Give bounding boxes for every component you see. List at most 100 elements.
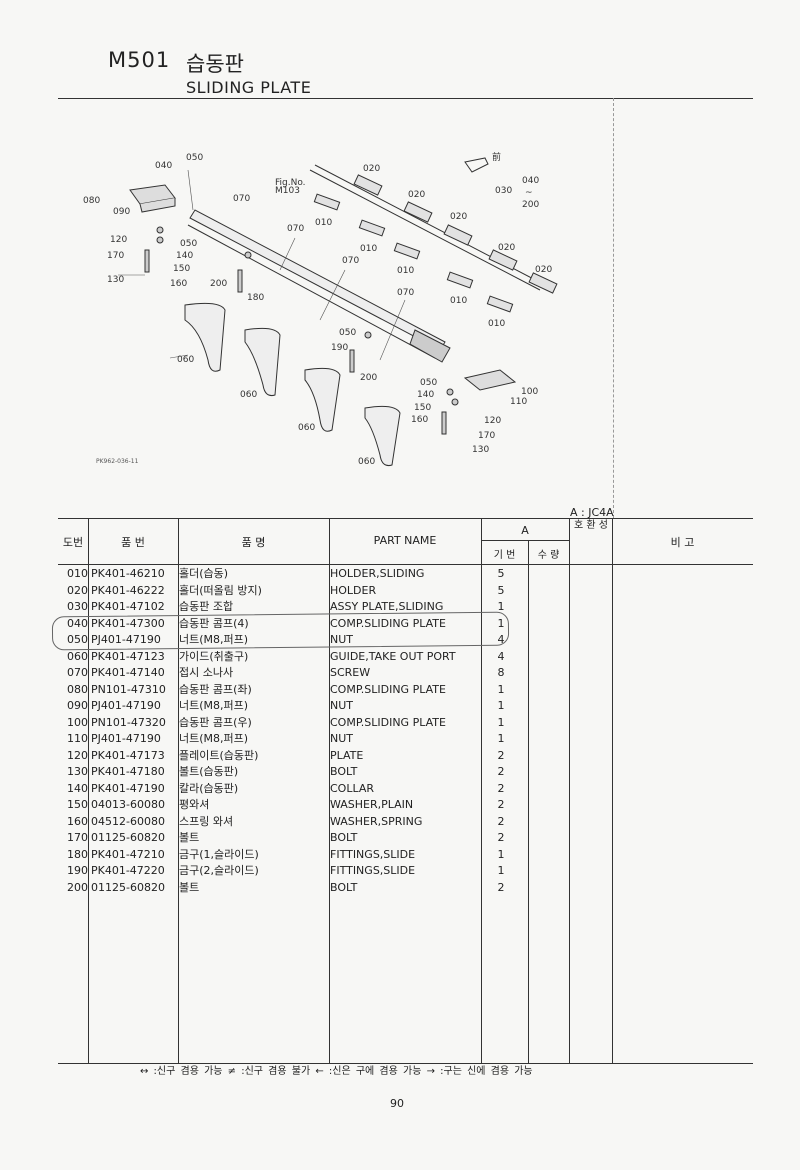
row-number: 150 xyxy=(67,798,88,811)
quantity: 1 xyxy=(497,715,505,729)
callout-label: 060 xyxy=(177,355,194,365)
quantity: 4 xyxy=(497,649,505,663)
part-name-english: BOLT xyxy=(330,765,358,778)
part-name-korean: 홀더(습동) xyxy=(179,567,229,580)
part-number: 01125-60820 xyxy=(91,880,165,894)
callout-label: 050 xyxy=(339,328,356,338)
row-number: 020 xyxy=(67,583,88,597)
part-number: PK401-47140 xyxy=(91,666,165,679)
callout-label: 170 xyxy=(107,251,124,261)
holders xyxy=(313,174,558,313)
col-group-a: A xyxy=(521,524,529,537)
row-number: 060 xyxy=(67,649,88,663)
part-number: PK401-47180 xyxy=(91,765,165,778)
callout-label: 060 xyxy=(298,423,315,433)
quantity: 1 xyxy=(497,732,505,745)
callout-label: 060 xyxy=(240,390,257,400)
part-name-english: COMP.SLIDING PLATE xyxy=(330,616,446,630)
parts-table: 도번 품 번 품 명 PART NAME A 기 번 수 량 호 환 성 비 고… xyxy=(58,518,753,1064)
col-part-no: 품 번 xyxy=(121,536,145,549)
quantity: 1 xyxy=(497,616,505,630)
row-number: 100 xyxy=(67,715,88,729)
section-code: M501 xyxy=(108,48,171,72)
part-number: PN101-47320 xyxy=(91,715,166,729)
callout-label: 020 xyxy=(498,243,515,253)
part-name-english: NUT xyxy=(330,633,353,646)
part-name-korean: 칼라(습동판) xyxy=(179,781,239,795)
callout-label: 140 xyxy=(176,251,193,261)
front-arrow-icon xyxy=(464,157,489,173)
figure-reference: PK962-036-11 xyxy=(96,458,139,465)
part-number: PK401-46210 xyxy=(91,567,165,580)
part-name-korean: 금구(2,슬라이드) xyxy=(179,864,259,877)
part-name-english: BOLT xyxy=(330,831,358,844)
callout-label: 030 xyxy=(495,186,512,196)
callout-label: 160 xyxy=(170,279,187,289)
callout-label: 140 xyxy=(417,390,434,400)
left-end-plate xyxy=(129,184,176,213)
callout-label: 040 xyxy=(522,176,539,186)
interchange-legend: ↔ :신구 겸용 가능 ≠ :신구 겸용 불가 ← :신은 구에 겸용 가능 →… xyxy=(140,1066,533,1077)
part-name-korean: 접시 소나사 xyxy=(179,666,234,679)
part-number: PK401-47102 xyxy=(91,600,165,613)
quantity: 2 xyxy=(497,748,505,762)
callout-label: 130 xyxy=(472,445,489,455)
col-part-name: PART NAME xyxy=(373,534,437,547)
part-name-english: BOLT xyxy=(330,880,358,894)
part-number: PJ401-47190 xyxy=(91,699,161,712)
part-name-korean: 가이드(취출구) xyxy=(179,649,249,663)
callout-label: 200 xyxy=(210,279,227,289)
quantity: 2 xyxy=(497,814,505,828)
callout-label: 170 xyxy=(478,431,495,441)
part-number: PK401-47123 xyxy=(91,649,165,663)
leader-lines xyxy=(118,169,406,361)
part-name-english: PLATE xyxy=(330,748,364,762)
part-name-english: COMP.SLIDING PLATE xyxy=(330,682,446,696)
callout-label: 070 xyxy=(397,288,414,298)
right-end-plate xyxy=(463,369,517,391)
callout-label: 120 xyxy=(484,416,501,426)
bolts xyxy=(144,226,459,435)
callout-label: 010 xyxy=(450,296,467,306)
part-number: PJ401-47190 xyxy=(91,633,161,646)
callout-label: 010 xyxy=(488,319,505,329)
quantity: 5 xyxy=(497,567,505,580)
callout-label: 020 xyxy=(535,265,552,275)
callout-label: 200 xyxy=(522,200,539,210)
quantity: 2 xyxy=(497,831,505,844)
row-number: 120 xyxy=(67,748,88,762)
front-mark: 前 xyxy=(492,151,501,163)
callout-label: 150 xyxy=(414,403,431,413)
callout-label: 200 xyxy=(360,373,377,383)
part-name-korean: 평와셔 xyxy=(179,798,210,811)
row-number: 190 xyxy=(67,864,88,877)
quantity: 1 xyxy=(497,847,505,861)
part-number: PJ401-47190 xyxy=(91,732,161,745)
guides xyxy=(184,302,401,466)
callout-label: 020 xyxy=(363,164,380,174)
part-number: PK401-47190 xyxy=(91,781,165,795)
callout-labels: 040 050 080 090 070 120 170 130 050 140 … xyxy=(83,151,552,467)
callout-label: 020 xyxy=(450,212,467,222)
part-name-korean: 너트(M8,퍼프) xyxy=(179,633,249,646)
part-number: 04013-60080 xyxy=(91,798,165,811)
part-name-english: HOLDER,SLIDING xyxy=(330,567,425,580)
quantity: 1 xyxy=(497,864,505,877)
quantity: 4 xyxy=(497,633,505,646)
part-name-korean: 금구(1,슬라이드) xyxy=(179,847,259,861)
part-name-korean: 스프링 와셔 xyxy=(179,814,234,828)
part-name-english: FITTINGS,SLIDE xyxy=(330,864,416,877)
callout-label: 110 xyxy=(510,397,527,407)
part-number: PK401-47220 xyxy=(91,864,165,877)
quantity: 2 xyxy=(497,798,505,811)
part-name-english: FITTINGS,SLIDE xyxy=(330,847,416,861)
